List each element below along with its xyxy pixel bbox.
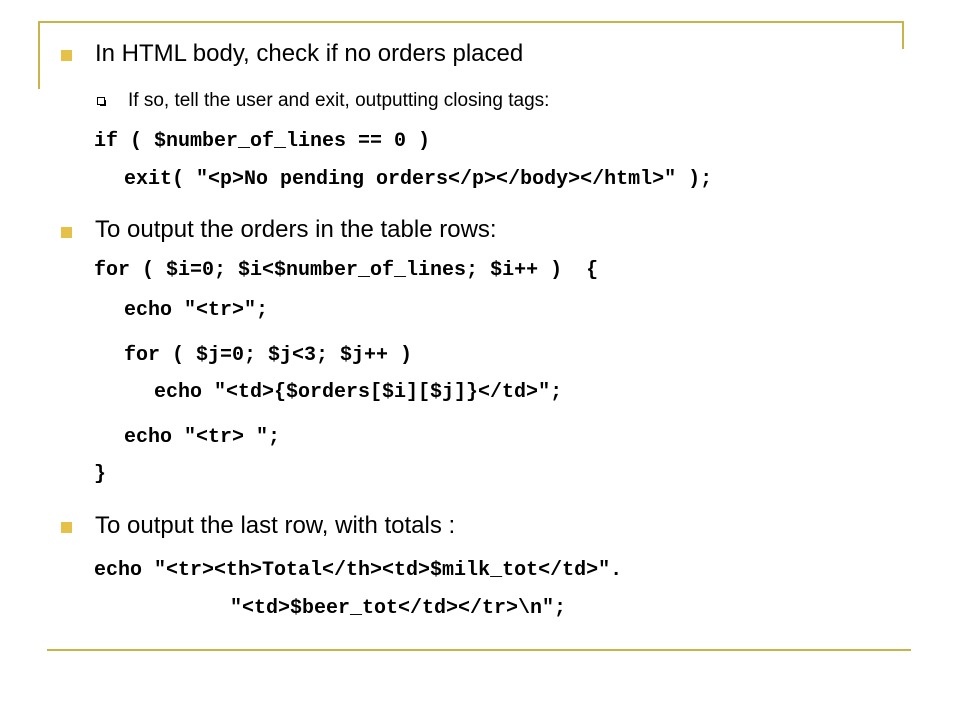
bullet-marker — [61, 227, 72, 238]
right-rule — [902, 21, 904, 49]
sub-bullet-text: If so, tell the user and exit, outputtin… — [128, 90, 550, 111]
code-line: echo "<tr>"; — [124, 299, 269, 322]
code-line: } — [94, 463, 107, 486]
code-line: for ( $i=0; $i<$number_of_lines; $i++ ) … — [94, 259, 599, 282]
code-line: if ( $number_of_lines == 0 ) — [94, 130, 431, 153]
bullet-marker — [61, 522, 72, 533]
bullet-text: In HTML body, check if no orders placed — [95, 40, 524, 67]
bullet-text: To output the orders in the table rows: — [95, 216, 497, 243]
bottom-rule — [47, 649, 911, 651]
code-line: for ( $j=0; $j<3; $j++ ) — [124, 344, 413, 367]
code-line: echo "<td>{$orders[$i][$j]}</td>"; — [154, 381, 563, 404]
top-rule — [40, 21, 904, 23]
bullet-text: To output the last row, with totals : — [95, 512, 456, 539]
code-line: echo "<tr> "; — [124, 426, 281, 449]
left-rule — [38, 21, 40, 89]
code-line: echo "<tr><th>Total</th><td>$milk_tot</t… — [94, 559, 623, 582]
code-line: "<td>$beer_tot</td></tr>\n"; — [230, 597, 567, 620]
sub-bullet-marker — [97, 97, 106, 106]
code-line: exit( "<p>No pending orders</p></body></… — [124, 168, 713, 191]
bullet-marker — [61, 50, 72, 61]
